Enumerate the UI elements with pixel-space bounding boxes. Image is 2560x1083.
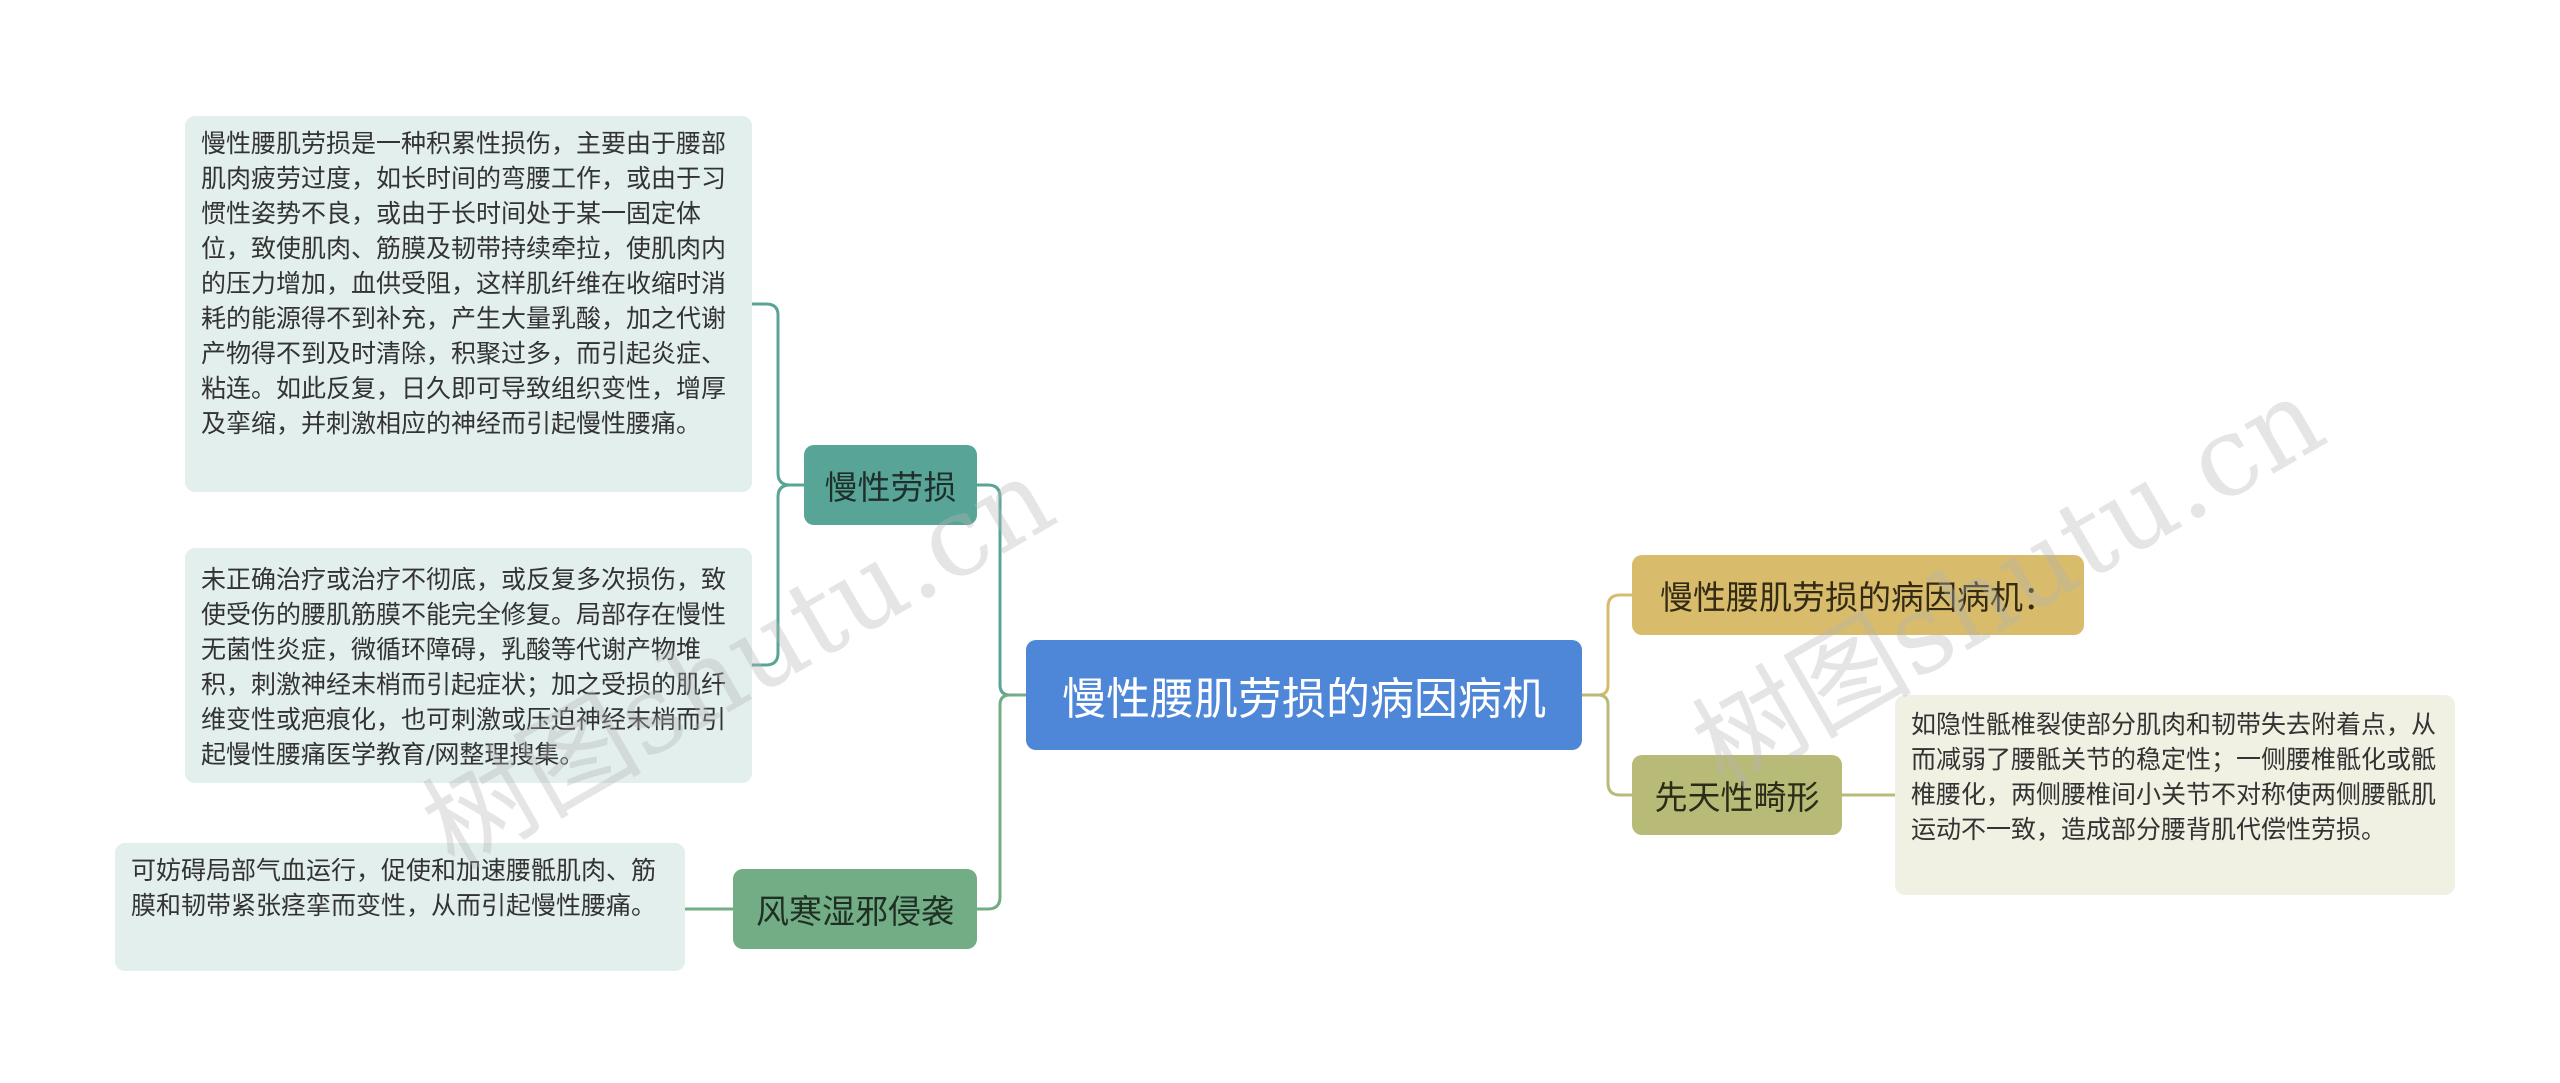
branch-congenital-label: 先天性畸形 bbox=[1654, 778, 1820, 817]
link-central-chronic-strain bbox=[977, 483, 1026, 697]
branch-chronic-strain-label: 慢性劳损 bbox=[824, 468, 957, 507]
link-central-congenital bbox=[1582, 693, 1632, 797]
link-central-wind-cold bbox=[977, 693, 1026, 911]
branch-chronic-strain[interactable]: 慢性劳损 bbox=[804, 445, 977, 525]
link-chronic-strain-leaf-2 bbox=[752, 483, 804, 667]
branch-wind-cold-label: 风寒湿邪侵袭 bbox=[756, 892, 954, 931]
branch-etiology-label: 慢性腰肌劳损的病因病机： bbox=[1660, 578, 2056, 617]
central-topic[interactable]: 慢性腰肌劳损的病因病机 bbox=[1026, 640, 1582, 750]
leaf-chronic-strain-1[interactable]: 慢性腰肌劳损是一种积累性损伤，主要由于腰部肌肉疲劳过度，如长时间的弯腰工作，或由… bbox=[185, 116, 752, 492]
leaf-congenital[interactable]: 如隐性骶椎裂使部分肌肉和韧带失去附着点，从而减弱了腰骶关节的稳定性；一侧腰椎骶化… bbox=[1895, 695, 2455, 895]
leaf-wind-cold[interactable]: 可妨碍局部气血运行，促使和加速腰骶肌肉、筋膜和韧带紧张痉挛而变性，从而引起慢性腰… bbox=[115, 843, 685, 971]
leaf-chronic-strain-2[interactable]: 未正确治疗或治疗不彻底，或反复多次损伤，致使受伤的腰肌筋膜不能完全修复。局部存在… bbox=[185, 548, 752, 783]
leaf-chronic-strain-1-text: 慢性腰肌劳损是一种积累性损伤，主要由于腰部肌肉疲劳过度，如长时间的弯腰工作，或由… bbox=[201, 129, 727, 438]
branch-wind-cold[interactable]: 风寒湿邪侵袭 bbox=[733, 869, 977, 949]
link-central-etiology bbox=[1582, 593, 1632, 697]
branch-congenital[interactable]: 先天性畸形 bbox=[1632, 755, 1842, 835]
leaf-congenital-text: 如隐性骶椎裂使部分肌肉和韧带失去附着点，从而减弱了腰骶关节的稳定性；一侧腰椎骶化… bbox=[1911, 710, 2437, 844]
central-topic-label: 慢性腰肌劳损的病因病机 bbox=[1062, 674, 1546, 725]
leaf-chronic-strain-2-text: 未正确治疗或治疗不彻底，或反复多次损伤，致使受伤的腰肌筋膜不能完全修复。局部存在… bbox=[201, 565, 727, 769]
branch-etiology[interactable]: 慢性腰肌劳损的病因病机： bbox=[1632, 555, 2084, 635]
leaf-wind-cold-text: 可妨碍局部气血运行，促使和加速腰骶肌肉、筋膜和韧带紧张痉挛而变性，从而引起慢性腰… bbox=[131, 856, 657, 920]
link-chronic-strain-leaf-1 bbox=[752, 302, 804, 487]
